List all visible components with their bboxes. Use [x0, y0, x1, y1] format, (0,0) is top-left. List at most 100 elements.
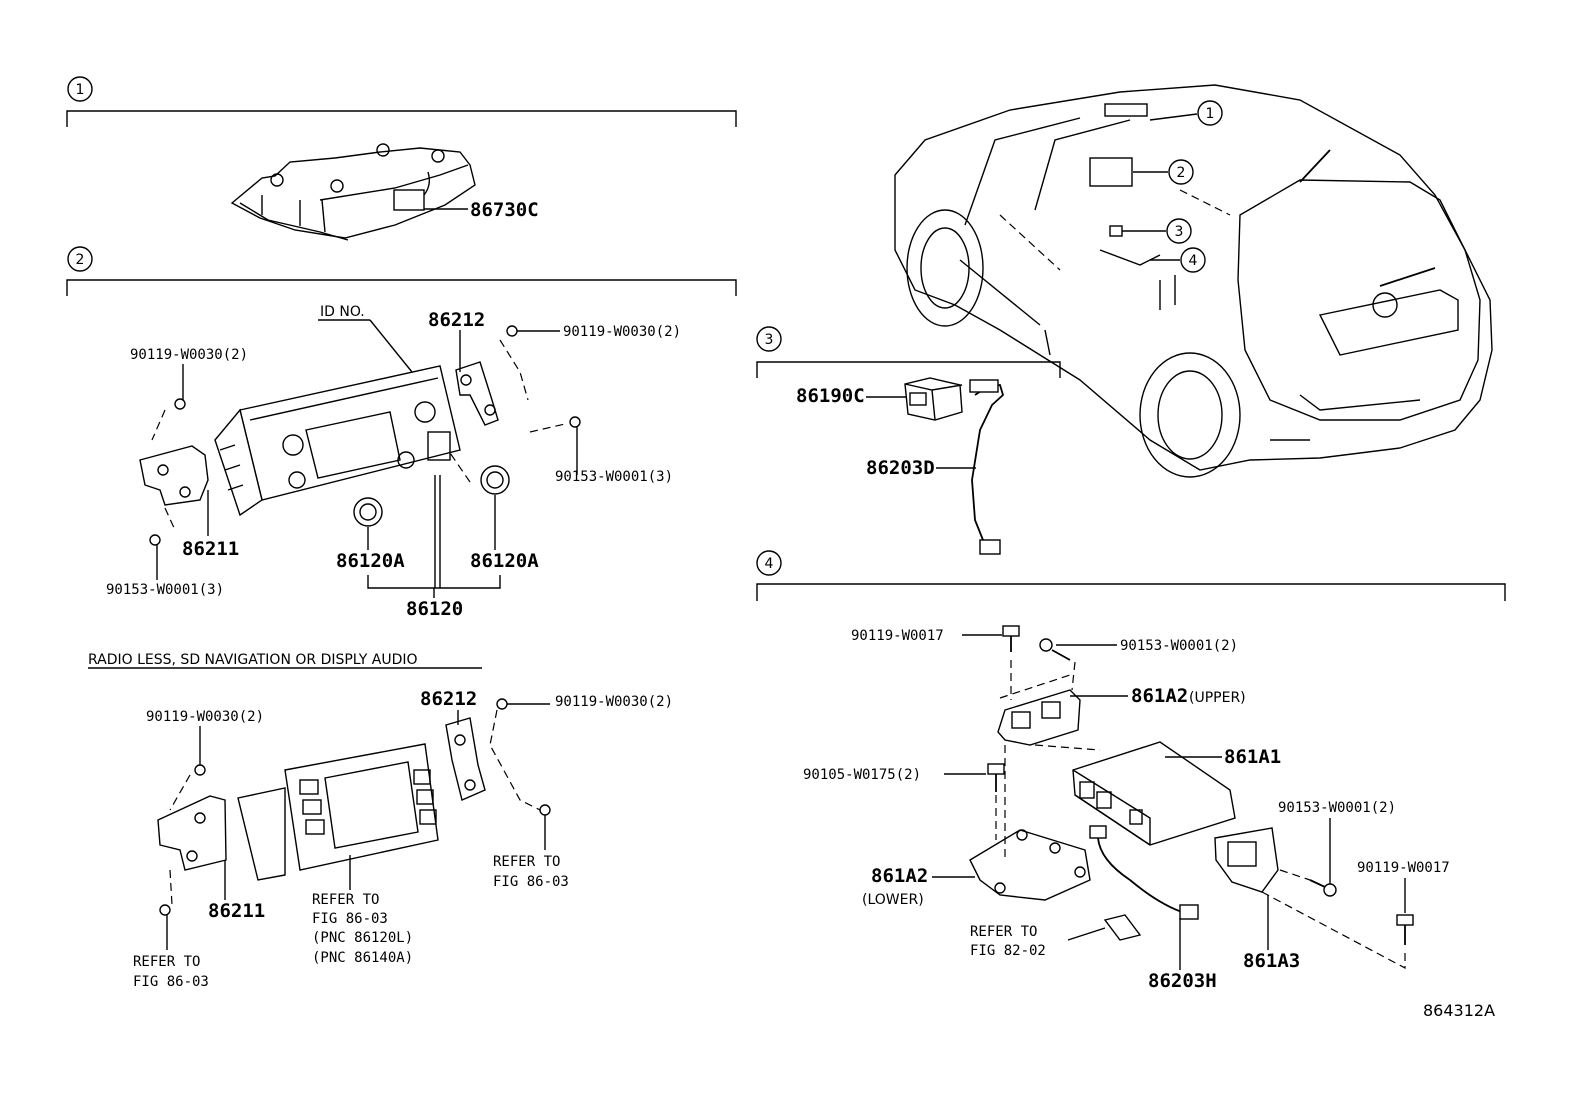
- nav-screw-r: [539, 804, 551, 816]
- part-86190C: 86190C: [796, 385, 906, 407]
- bracket-861A2-upper-drawing: [997, 689, 1081, 746]
- part-90119-W0017-r: 90119-W0017: [1357, 860, 1450, 913]
- nav-bracket-86211-drawing: [157, 795, 227, 871]
- svg-text:86203H: 86203H: [1148, 970, 1217, 992]
- section-1-marker: 1: [67, 76, 93, 102]
- harness-86203D-drawing: [969, 379, 1005, 555]
- nav-screw-bl: [159, 904, 171, 916]
- bracket-861A3-drawing: [1214, 827, 1279, 893]
- variant-part-90119-tr: 90119-W0030(2): [507, 694, 673, 710]
- svg-text:86212: 86212: [420, 688, 477, 710]
- knob-86120A-right: [480, 465, 510, 495]
- nav-bracket-86212-drawing: [445, 717, 486, 801]
- svg-text:RADIO LESS, SD NAVIGATION OR D: RADIO LESS, SD NAVIGATION OR DISPLY AUDI…: [88, 652, 418, 668]
- svg-text:861A3: 861A3: [1243, 950, 1300, 972]
- part-86211: 86211: [182, 490, 239, 560]
- svg-text:86203D: 86203D: [866, 457, 935, 479]
- svg-text:REFER TO: REFER TO: [493, 854, 560, 870]
- svg-text:90119-W0017: 90119-W0017: [1357, 860, 1450, 876]
- svg-text:4: 4: [1189, 253, 1198, 269]
- bracket-86212-drawing: [455, 361, 499, 426]
- bolt-90153-W0001-top: [1039, 638, 1071, 661]
- section-3-bracket: [756, 361, 1061, 378]
- svg-text:90105-W0175(2): 90105-W0175(2): [803, 767, 921, 783]
- part-86120: 86120: [367, 475, 501, 620]
- svg-text:2: 2: [76, 252, 85, 268]
- svg-text:90153-W0001(3): 90153-W0001(3): [106, 582, 224, 598]
- svg-text:REFER TO: REFER TO: [133, 954, 200, 970]
- screw-r-drawing: [569, 416, 581, 428]
- bolt-90153-W0001-r: [1309, 879, 1337, 897]
- switch-86190C-drawing: [904, 377, 963, 421]
- screw-bl-drawing: [149, 534, 161, 546]
- bolt-90119-W0017-top: [1002, 625, 1020, 652]
- svg-text:REFER TO: REFER TO: [312, 892, 379, 908]
- variant-refer-r: REFER TO FIG 86-03: [493, 815, 569, 890]
- screw-tr-drawing: [506, 325, 518, 337]
- svg-text:90119-W0030(2): 90119-W0030(2): [555, 694, 673, 710]
- part-86212: 86212: [428, 309, 485, 372]
- svg-text:3: 3: [1175, 224, 1184, 240]
- part-90153-W0001-r: 90153-W0001(2): [1278, 800, 1396, 884]
- nav-unit-drawing: [237, 743, 439, 881]
- svg-text:86190C: 86190C: [796, 385, 865, 407]
- svg-text:FIG 86-03: FIG 86-03: [493, 874, 569, 890]
- svg-text:90153-W0001(2): 90153-W0001(2): [1278, 800, 1396, 816]
- part-861A1: 861A1: [1165, 746, 1281, 768]
- variant-part-90119-tl: 90119-W0030(2): [146, 709, 264, 765]
- part-90119-W0017-top: 90119-W0017: [851, 628, 1002, 644]
- svg-text:REFER TO: REFER TO: [970, 924, 1037, 940]
- overhead-console-drawing: [230, 143, 476, 241]
- svg-text:2: 2: [1177, 165, 1186, 181]
- svg-text:1: 1: [76, 82, 85, 98]
- part-861A3: 861A3: [1243, 895, 1300, 972]
- svg-text:(LOWER): (LOWER): [862, 892, 924, 908]
- part-86203D: 86203D: [866, 457, 976, 479]
- svg-text:(UPPER): (UPPER): [1189, 690, 1246, 706]
- svg-text:861A1: 861A1: [1224, 746, 1281, 768]
- part-90105-W0175: 90105-W0175(2): [803, 767, 986, 783]
- svg-text:861A2: 861A2: [1131, 685, 1188, 707]
- svg-text:1: 1: [1206, 106, 1215, 122]
- part-refer-fig-82-02: REFER TO FIG 82-02: [970, 924, 1106, 959]
- variant-refer-center: REFER TO FIG 86-03 (PNC 86120L) (PNC 861…: [312, 855, 413, 966]
- section-2-bracket: [66, 279, 737, 296]
- svg-text:86211: 86211: [182, 538, 239, 560]
- nav-screw-tr: [496, 698, 508, 710]
- svg-text:86730C: 86730C: [470, 199, 539, 221]
- svg-text:3: 3: [765, 332, 774, 348]
- svg-text:90153-W0001(2): 90153-W0001(2): [1120, 638, 1238, 654]
- svg-text:90153-W0001(3): 90153-W0001(3): [555, 469, 673, 485]
- id-no-label: ID NO.: [318, 304, 413, 373]
- svg-text:FIG 82-02: FIG 82-02: [970, 943, 1046, 959]
- bracket-861A2-lower-drawing: [969, 829, 1091, 901]
- head-unit-drawing: [214, 365, 461, 517]
- svg-text:(PNC 86120L): (PNC 86120L): [312, 930, 413, 946]
- svg-text:86120A: 86120A: [336, 550, 405, 572]
- part-86730C: 86730C: [424, 199, 539, 221]
- part-86120A-right: 86120A: [470, 495, 539, 572]
- variant-part-86211: 86211: [208, 860, 265, 922]
- svg-text:90119-W0030(2): 90119-W0030(2): [130, 347, 248, 363]
- car-callout-1: 1: [1149, 100, 1223, 126]
- module-861A1-drawing: [1072, 741, 1236, 846]
- car-callout-2: 2: [1133, 159, 1194, 185]
- svg-text:86211: 86211: [208, 900, 265, 922]
- part-90153-W0001-top: 90153-W0001(2): [1056, 638, 1238, 654]
- nav-screw-tl: [194, 764, 206, 776]
- part-861A2-upper: 861A2 (UPPER): [1070, 685, 1246, 707]
- section-4-bracket: [756, 583, 1506, 601]
- screw-tl-drawing: [174, 398, 186, 410]
- svg-text:861A2: 861A2: [871, 865, 928, 887]
- svg-text:4: 4: [765, 556, 774, 572]
- svg-text:90119-W0030(2): 90119-W0030(2): [563, 324, 681, 340]
- part-90153-W0001-bl: 90153-W0001(3): [106, 545, 224, 598]
- part-90119-W0030-tr: 90119-W0030(2): [517, 324, 681, 340]
- variant-heading: RADIO LESS, SD NAVIGATION OR DISPLY AUDI…: [88, 652, 482, 669]
- part-90153-W0001-r: 90153-W0001(3): [555, 427, 673, 485]
- variant-part-86212: 86212: [420, 688, 477, 725]
- svg-text:ID NO.: ID NO.: [320, 304, 365, 320]
- section-3-marker: 3: [756, 326, 782, 352]
- svg-text:90119-W0030(2): 90119-W0030(2): [146, 709, 264, 725]
